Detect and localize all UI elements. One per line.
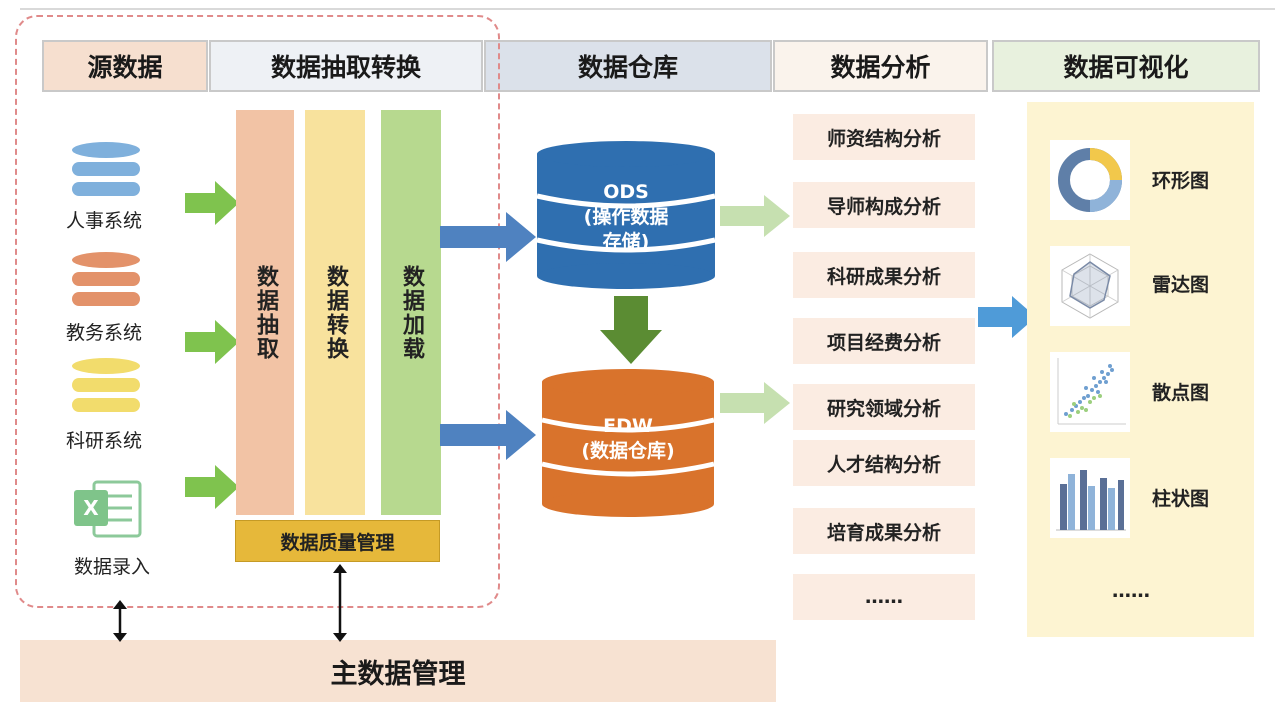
analysis-item: 科研成果分析: [793, 252, 975, 298]
master-data-bar: 主数据管理: [20, 640, 776, 702]
source-label-academic: 教务系统: [66, 322, 143, 344]
source-label-hr: 人事系统: [66, 210, 143, 232]
donut-chart-icon: [1058, 148, 1122, 212]
arrow-right-icon: [440, 410, 536, 460]
ods-cylinder: [536, 141, 716, 289]
analysis-item: 人才结构分析: [793, 440, 975, 486]
scatter-plot-thumbnail: [1050, 352, 1130, 432]
edw-label: EDW (数据仓库): [540, 414, 716, 464]
donut-chart-thumbnail: [1050, 140, 1130, 220]
bar-chart-thumbnail: [1050, 458, 1130, 538]
ods-subtitle-1: (操作数据: [583, 206, 669, 228]
arrow-right-icon: [440, 212, 536, 262]
etl-stage-extract: 数据抽取: [236, 110, 294, 515]
header-source: 源数据: [42, 40, 208, 92]
edw-cylinder: [541, 369, 715, 517]
arrow-right-icon: [185, 465, 239, 509]
etl-stage-load: 数据加载: [381, 110, 441, 515]
double-arrow-icon: [333, 564, 347, 642]
header-etl: 数据抽取转换: [209, 40, 483, 92]
edw-title: EDW: [603, 415, 653, 437]
arrow-down-icon: [600, 296, 662, 364]
radar-chart-icon: [1061, 253, 1119, 319]
etl-stage-transform: 数据转换: [305, 110, 365, 515]
header-warehouse: 数据仓库: [484, 40, 772, 92]
viz-label-radar: 雷达图: [1152, 274, 1210, 296]
edw-subtitle: (数据仓库): [581, 440, 675, 462]
analysis-item: 师资结构分析: [793, 114, 975, 160]
bar-chart-icon: [1056, 470, 1126, 531]
ods-label: ODS (操作数据 存储): [535, 180, 717, 255]
scatter-plot-icon: [1057, 358, 1126, 425]
svg-text:X: X: [83, 496, 99, 520]
radar-chart-thumbnail: [1050, 246, 1130, 326]
arrow-right-icon: [720, 195, 790, 237]
arrow-right-icon: [185, 320, 239, 364]
arrow-right-icon: [185, 181, 239, 225]
header-analysis: 数据分析: [773, 40, 988, 92]
source-label-manual-entry: 数据录入: [74, 556, 151, 578]
source-label-research: 科研系统: [66, 430, 143, 452]
database-icon: [72, 358, 140, 412]
source-etl-dashed-region: [15, 15, 500, 608]
analysis-item: 研究领域分析: [793, 384, 975, 430]
analysis-item: 导师构成分析: [793, 182, 975, 228]
analysis-item: ……: [793, 574, 975, 620]
viz-label-donut: 环形图: [1152, 170, 1210, 192]
data-quality-bar: 数据质量管理: [235, 520, 440, 562]
database-icon: [72, 252, 140, 306]
header-visualization: 数据可视化: [992, 40, 1260, 92]
arrow-right-icon: [978, 296, 1036, 338]
viz-more: ……: [1112, 580, 1150, 602]
ods-subtitle-2: 存储): [602, 231, 650, 253]
ods-title: ODS: [603, 181, 649, 203]
top-rule: [20, 8, 1275, 10]
analysis-item: 培育成果分析: [793, 508, 975, 554]
arrow-right-icon: [720, 382, 790, 424]
double-arrow-icon: [113, 600, 127, 642]
database-icon: [72, 142, 140, 196]
viz-label-scatter: 散点图: [1152, 382, 1210, 404]
viz-label-bar: 柱状图: [1152, 488, 1210, 510]
analysis-item: 项目经费分析: [793, 318, 975, 364]
excel-icon: X: [74, 480, 142, 538]
